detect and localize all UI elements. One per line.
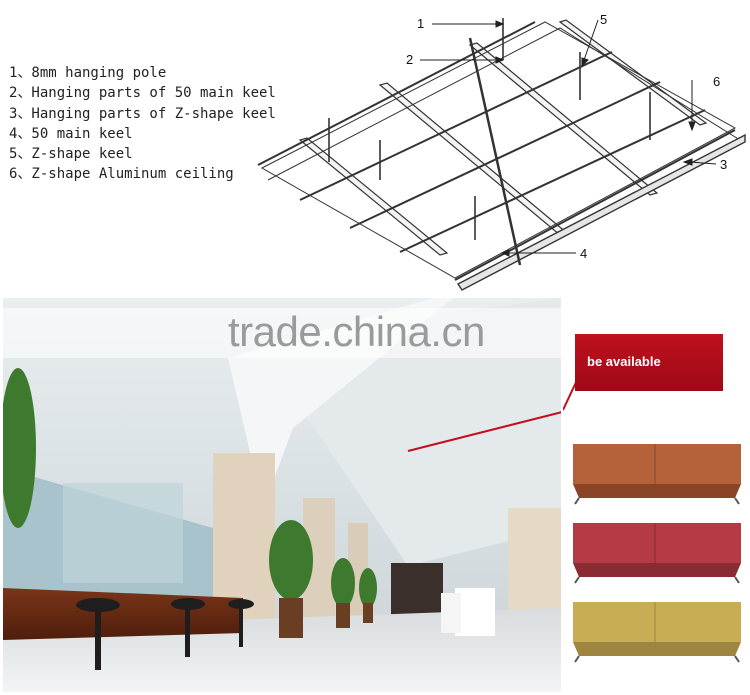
ceiling-grid-diagram: 1 2 3 4 5 6 bbox=[257, 12, 746, 291]
legend-item-hanging-pole: 1、8mm hanging pole bbox=[9, 65, 167, 81]
copper-panel-sample bbox=[573, 444, 741, 505]
watermark-text: trade.china.cn bbox=[228, 308, 485, 355]
legend-item-main-keel-hanging-parts: 2、Hanging parts of 50 main keel bbox=[9, 85, 276, 102]
callout-2: 2 bbox=[406, 52, 413, 67]
gold-panel-sample bbox=[573, 602, 741, 663]
red-panel-sample bbox=[573, 523, 741, 584]
legend-item-z-shape-keel: 5、Z-shape keel bbox=[9, 146, 133, 163]
interior-scene bbox=[3, 298, 561, 692]
callout-5: 5 bbox=[600, 12, 607, 27]
callout-3: 3 bbox=[720, 157, 727, 172]
legend-item-aluminum-ceiling: 6、Z-shape Aluminum ceiling bbox=[9, 166, 234, 183]
callout-1: 1 bbox=[417, 16, 424, 31]
callout-6: 6 bbox=[713, 74, 720, 89]
availability-banner bbox=[575, 334, 723, 391]
watermark-band bbox=[0, 308, 562, 358]
component-legend: 1、8mm hanging pole 2、Hanging parts of 50… bbox=[9, 63, 276, 185]
interior-photo bbox=[3, 298, 561, 692]
legend-item-z-keel-hanging-parts: 3、Hanging parts of Z-shape keel bbox=[9, 105, 276, 122]
legend-item-main-keel: 4、50 main keel bbox=[9, 125, 133, 142]
color-samples: be available bbox=[563, 298, 750, 695]
callout-4: 4 bbox=[580, 246, 587, 261]
availability-text: be available bbox=[587, 354, 661, 369]
